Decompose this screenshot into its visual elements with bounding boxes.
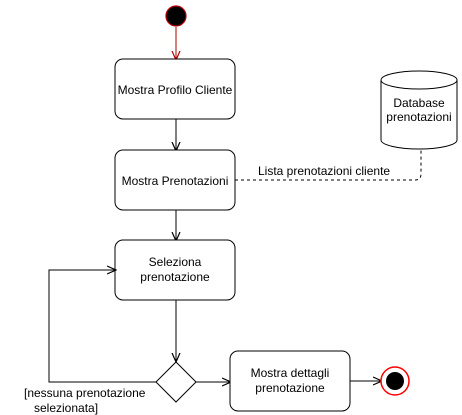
action-show-profile-label: Mostra Profilo Cliente	[118, 83, 233, 97]
loop-guard-label-line1: [nessuna prenotazione	[24, 386, 146, 400]
database-label-line1: Database	[393, 96, 445, 110]
database-label-line2: prenotazioni	[386, 110, 451, 124]
data-link-label: Lista prenotazioni cliente	[258, 164, 390, 178]
action-show-details-label-line1: Mostra dettagli	[251, 366, 330, 380]
action-select-booking-label-line2: prenotazione	[140, 270, 210, 284]
initial-node	[165, 5, 187, 27]
loop-guard-label-line2: selezionata]	[34, 401, 98, 415]
action-select-booking-label-line1: Seleziona	[149, 255, 202, 269]
action-show-details-label-line2: prenotazione	[255, 381, 325, 395]
final-node	[380, 366, 410, 396]
data-link-line	[235, 149, 422, 181]
action-show-profile	[114, 58, 236, 120]
database-store	[380, 70, 458, 150]
action-show-bookings-label: Mostra Prenotazioni	[122, 174, 229, 188]
edge-loop-back	[48, 270, 156, 383]
decision-node	[155, 361, 197, 403]
